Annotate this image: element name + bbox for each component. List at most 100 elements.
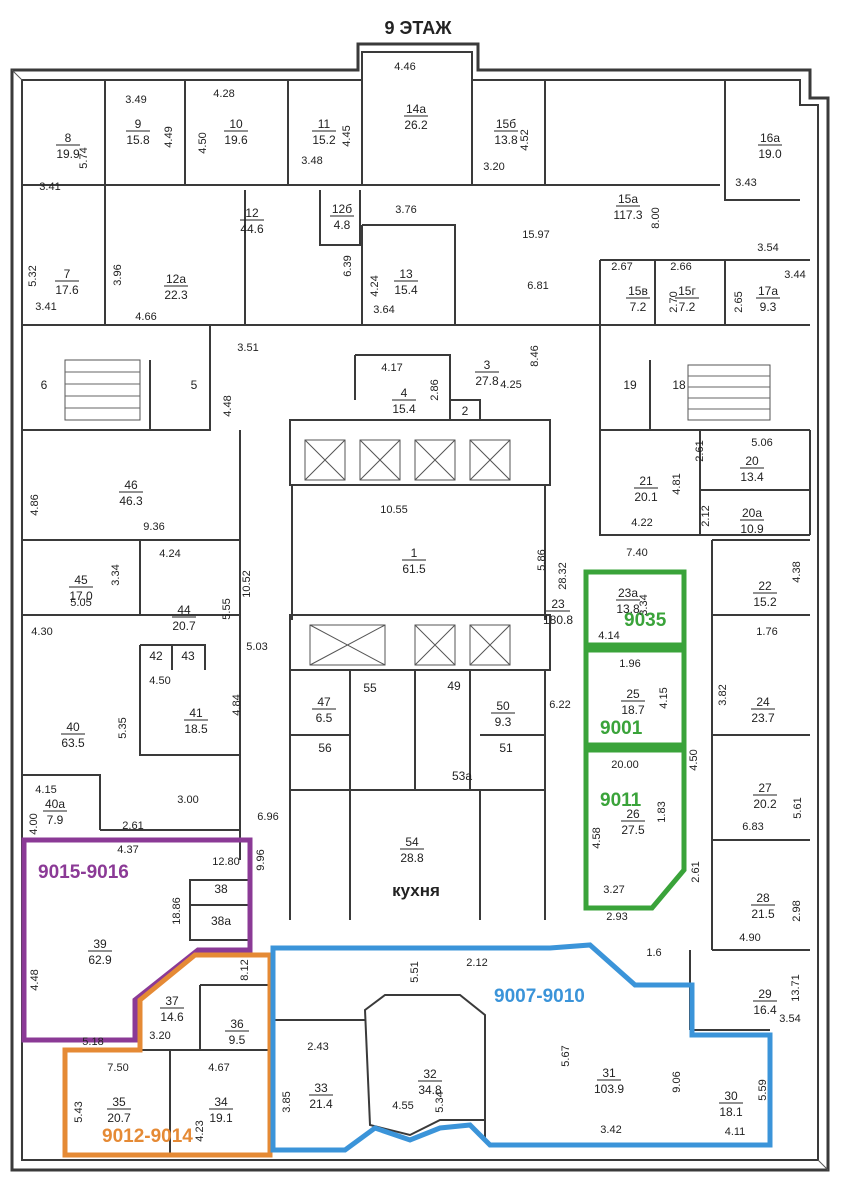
dimension-label: 4.15	[658, 687, 670, 708]
room-number: 18	[672, 378, 686, 392]
room-number: 28	[756, 891, 770, 905]
room-area: 17.6	[55, 283, 79, 297]
room-number: 32	[423, 1067, 437, 1081]
dimension-label: 4.14	[598, 630, 619, 642]
room-area: 46.3	[119, 494, 143, 508]
dimension-label: 3.00	[177, 794, 198, 806]
room-number: 55	[363, 681, 377, 695]
dimension-label: 5.55	[221, 598, 233, 619]
dimension-label: 4.11	[725, 1126, 746, 1138]
room-label: 819.9	[56, 131, 80, 161]
room-area: 10.9	[740, 522, 764, 536]
room-area: 180.8	[543, 613, 573, 627]
room-label: 327.8	[475, 358, 499, 388]
room-area: 26.2	[404, 118, 428, 132]
room-number: 5	[191, 378, 198, 392]
dimension-label: 12.80	[212, 856, 240, 868]
room-area: 21.4	[309, 1097, 333, 1111]
room-number: 9	[135, 117, 142, 131]
room-label: 32 34.8	[418, 1067, 442, 1097]
dimension-label: 4.48	[29, 969, 41, 990]
dimension-label: 4.00	[28, 813, 40, 834]
room-number: 40а	[45, 797, 65, 811]
dimension-label: 4.84	[231, 694, 243, 715]
room-number: 13	[399, 267, 413, 281]
room-area: 20.1	[634, 490, 658, 504]
room-number: 15б	[496, 117, 516, 131]
kitchen-label: кухня	[392, 881, 440, 900]
room-number: 3	[484, 358, 491, 372]
dimension-label: 5.18	[82, 1036, 103, 1048]
floor-title: 9 ЭТАЖ	[385, 18, 453, 38]
room-area: 14.6	[160, 1010, 184, 1024]
dimension-label: 5.86	[536, 549, 548, 570]
room-number: 26	[626, 807, 640, 821]
room-area: 13.8	[494, 133, 518, 147]
dimension-label: 2.12	[466, 957, 487, 969]
room-label: 915.8	[126, 117, 150, 147]
zone-outline-9012-9014	[62, 952, 273, 1158]
dimension-label: 4.81	[671, 473, 683, 494]
room-number: 20а	[742, 506, 762, 520]
dimension-label: 4.67	[208, 1062, 229, 1074]
dimension-label: 2.93	[606, 911, 627, 923]
room-area: 34.8	[418, 1083, 442, 1097]
dimension-label: 4.66	[135, 311, 156, 323]
room-area: 15.2	[753, 595, 777, 609]
room-number: 8	[65, 131, 72, 145]
room-label: 15б 13.8	[494, 117, 518, 147]
dimension-label: 1.76	[756, 626, 777, 638]
room-area: 18.7	[621, 703, 645, 717]
zone-outline-9035	[583, 569, 687, 648]
room-label: 20а 10.9	[740, 506, 764, 536]
elevator-shaft	[359, 439, 401, 481]
dimension-label: 3.51	[237, 342, 258, 354]
zone-label-9001: 9001	[600, 718, 643, 739]
room-number: 53а	[452, 769, 472, 783]
room-number: 27	[758, 781, 772, 795]
dimension-label: 9.06	[671, 1071, 683, 1092]
dimension-label: 3.82	[717, 684, 729, 705]
room-area: 16.4	[753, 1003, 777, 1017]
dimension-label: 3.41	[39, 181, 60, 193]
dimension-label: 2.86	[429, 379, 441, 400]
dimension-label: 3.85	[281, 1091, 293, 1112]
room-number: 22	[758, 579, 772, 593]
dimension-label: 6.81	[527, 280, 548, 292]
dimension-label: 3.54	[757, 242, 778, 254]
dimension-label: 2.98	[791, 900, 803, 921]
room-area: 19.1	[209, 1111, 233, 1125]
room-number: 43	[181, 649, 195, 663]
room-number: 10	[229, 117, 243, 131]
dimension-label: 3.34	[110, 564, 122, 585]
dimension-label: 4.45	[341, 125, 353, 146]
room-number: 42	[149, 649, 163, 663]
dimension-label: 5.61	[792, 797, 804, 818]
dimension-label: 5.06	[751, 437, 772, 449]
room-area: 63.5	[61, 736, 85, 750]
dimension-label: 4.58	[591, 827, 603, 848]
room-area: 28.8	[400, 851, 424, 865]
room-number: 15в	[628, 284, 648, 298]
dimension-label: 4.38	[791, 561, 803, 582]
room-area: 44.6	[240, 222, 264, 236]
dimension-label: 28.32	[557, 562, 569, 590]
zone-label-9015-9016: 9015-9016	[38, 862, 129, 883]
room-number: 44	[177, 603, 191, 617]
dimension-label: 4.22	[631, 517, 652, 529]
dimension-label: 4.48	[222, 395, 234, 416]
dimension-label: 2.65	[733, 291, 745, 312]
dimension-label: 4.50	[688, 749, 700, 770]
dimension-label: 2.12	[700, 505, 712, 526]
dimension-label: 4.30	[31, 626, 52, 638]
